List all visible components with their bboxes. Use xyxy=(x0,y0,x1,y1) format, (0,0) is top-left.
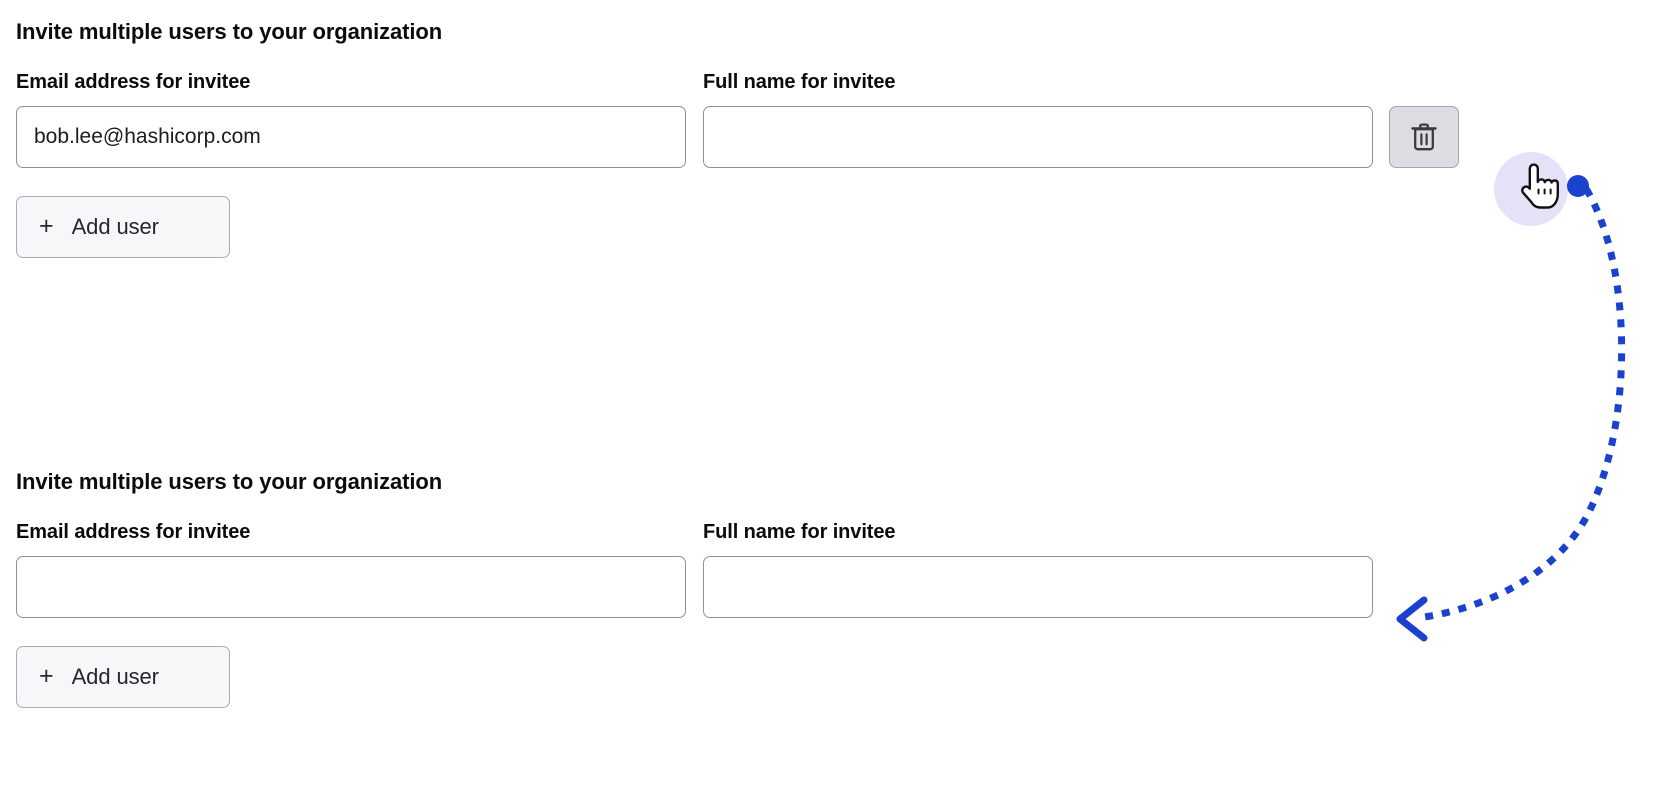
email-input[interactable] xyxy=(16,106,686,168)
plus-icon-2: + xyxy=(39,661,54,690)
fields-row: Email address for invitee Full name for … xyxy=(16,70,1459,168)
email-field-label-2: Email address for invitee xyxy=(16,521,251,543)
email-field-label: Email address for invitee xyxy=(16,71,251,93)
fullname-field-label-2: Full name for invitee xyxy=(703,521,896,543)
add-user-button-label-2: Add user xyxy=(71,664,159,689)
trash-icon xyxy=(1410,122,1438,152)
add-user-button-label: Add user xyxy=(71,214,159,239)
add-user-button-2[interactable]: + Add user xyxy=(16,646,230,708)
email-field-group: Email address for invitee xyxy=(16,70,686,168)
invite-section-2: Invite multiple users to your organizati… xyxy=(16,468,1373,708)
invite-section-1: Invite multiple users to your organizati… xyxy=(16,18,1459,258)
plus-icon: + xyxy=(39,211,54,240)
email-input-2[interactable] xyxy=(16,556,686,618)
delete-row-button[interactable] xyxy=(1389,106,1459,168)
email-field-group-2: Email address for invitee xyxy=(16,520,686,618)
page-title: Invite multiple users to your organizati… xyxy=(16,19,443,44)
arrow-head xyxy=(1396,596,1428,642)
fullname-input[interactable] xyxy=(703,106,1373,168)
fullname-field-group-2: Full name for invitee xyxy=(703,520,1373,618)
fields-row-2: Email address for invitee Full name for … xyxy=(16,520,1373,618)
click-origin-dot xyxy=(1567,175,1589,197)
fullname-input-2[interactable] xyxy=(703,556,1373,618)
add-user-button[interactable]: + Add user xyxy=(16,196,230,258)
fullname-field-group: Full name for invitee xyxy=(703,70,1373,168)
cursor-halo xyxy=(1494,152,1568,226)
fullname-field-label: Full name for invitee xyxy=(703,71,896,93)
page-title-2: Invite multiple users to your organizati… xyxy=(16,469,443,494)
